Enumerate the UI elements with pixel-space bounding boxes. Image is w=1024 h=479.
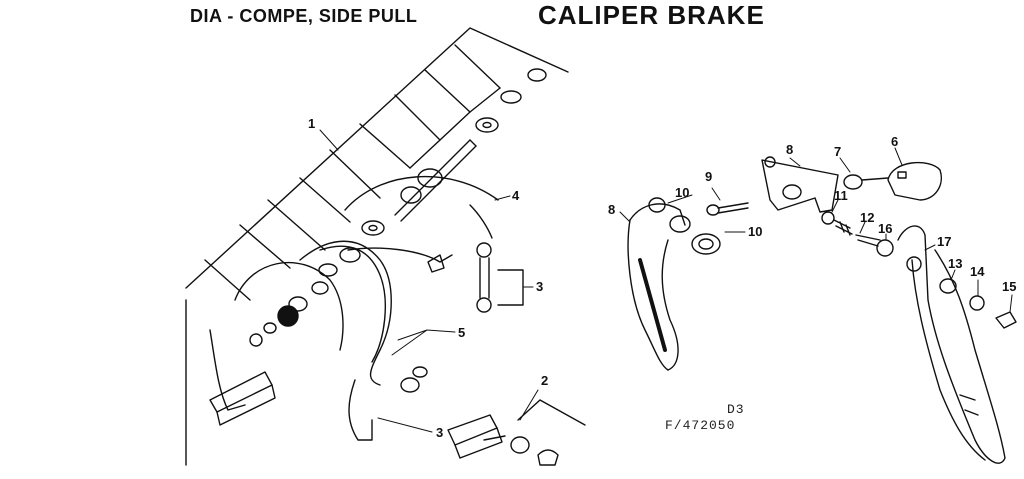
callout-numbers: 1 2 3 3 4 5 6 7 8 8 9 10 10 11 12 13 14 … [308, 116, 1016, 440]
part-8-lever-body [627, 197, 721, 371]
part-11-spring [821, 211, 853, 236]
fork-crown-outline [185, 27, 569, 466]
part-3-adjuster [476, 242, 524, 313]
brake-shoe-left [209, 371, 276, 426]
callout-8a: 8 [786, 142, 793, 157]
callout-10b: 10 [748, 224, 762, 239]
callout-7: 7 [834, 144, 841, 159]
diagram-subtitle: DIA - COMPE, SIDE PULL [190, 6, 418, 26]
callout-1: 1 [308, 116, 315, 131]
part-number-code: F/472050 [665, 418, 736, 433]
callout-6: 6 [891, 134, 898, 149]
callout-9: 9 [705, 169, 712, 184]
callout-15: 15 [1002, 279, 1016, 294]
callout-17: 17 [937, 234, 951, 249]
callout-2: 2 [541, 373, 548, 388]
part-9-bolt [706, 202, 749, 216]
part-12-bushing [855, 234, 881, 247]
part-5-caliper-arms [209, 240, 453, 441]
callout-16: 16 [878, 221, 892, 236]
part-8-clamp-body [761, 156, 839, 213]
part-17-lever-blade [897, 225, 1006, 464]
callout-4: 4 [512, 188, 520, 203]
callout-leaders [319, 129, 1013, 433]
drawing-code: D3 [727, 402, 745, 417]
part-4-cable [344, 175, 499, 239]
callout-8b: 8 [608, 202, 615, 217]
part-7-nut [843, 174, 889, 190]
callout-10a: 10 [675, 185, 689, 200]
callout-13: 13 [948, 256, 962, 271]
callout-11: 11 [834, 188, 848, 203]
part-13-washer [939, 278, 957, 294]
part-16-washer [876, 239, 894, 257]
callout-14: 14 [970, 264, 985, 279]
callout-5: 5 [458, 325, 465, 340]
part-1-center-bolt [361, 68, 547, 236]
part-6-band-clamp [887, 161, 942, 201]
callout-12: 12 [860, 210, 874, 225]
callout-3b: 3 [436, 425, 443, 440]
callout-3a: 3 [536, 279, 543, 294]
part-14-nut [969, 295, 985, 311]
part-2-brake-shoe [447, 399, 586, 466]
part-15-screw [995, 311, 1017, 329]
diagram-title: CALIPER BRAKE [538, 0, 765, 30]
